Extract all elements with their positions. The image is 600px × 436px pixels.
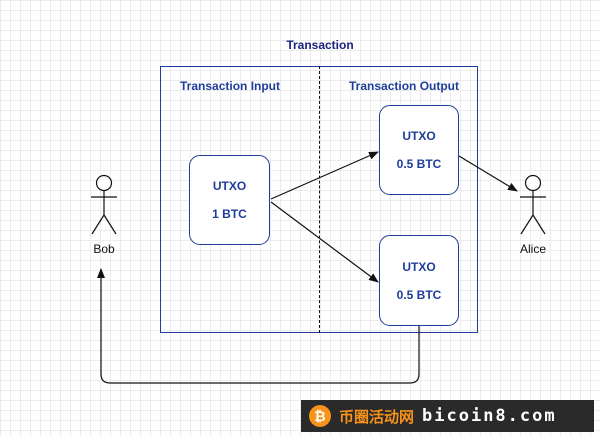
bob-label: Bob: [93, 242, 115, 256]
diagram-title: Transaction: [286, 38, 354, 52]
watermark-banner: ₿ 币圈活动网 bicoin8.com: [301, 400, 594, 432]
alice-label: Alice: [519, 242, 546, 256]
arrow-input-to-output-2: [270, 201, 379, 283]
output-utxo-box-2: UTXO 0.5 BTC: [379, 235, 459, 326]
utxo-label: UTXO: [402, 259, 436, 274]
input-utxo-box: UTXO 1 BTC: [189, 155, 270, 245]
watermark-chinese-text: 币圈活动网: [339, 407, 415, 426]
arrow-output-to-alice: [458, 155, 518, 192]
utxo-amount: 0.5 BTC: [396, 157, 442, 171]
bitcoin-coin-icon: ₿: [309, 405, 331, 427]
utxo-label: UTXO: [402, 129, 436, 143]
watermark-url: bicoin8.com: [422, 406, 557, 426]
arrow-input-to-output-1: [270, 151, 379, 200]
transaction-output-label: Transaction Output: [349, 79, 460, 93]
bob-actor-icon: [91, 174, 117, 235]
arrow-change-to-bob: [97, 268, 420, 384]
alice-actor-icon: [520, 174, 546, 235]
utxo-amount: 0.5 BTC: [396, 287, 442, 302]
output-utxo-box-1: UTXO 0.5 BTC: [379, 105, 459, 195]
utxo-label: UTXO: [212, 179, 247, 193]
utxo-amount: 1 BTC: [212, 207, 247, 221]
transaction-input-label: Transaction Input: [180, 79, 281, 93]
input-output-divider: [319, 66, 320, 333]
